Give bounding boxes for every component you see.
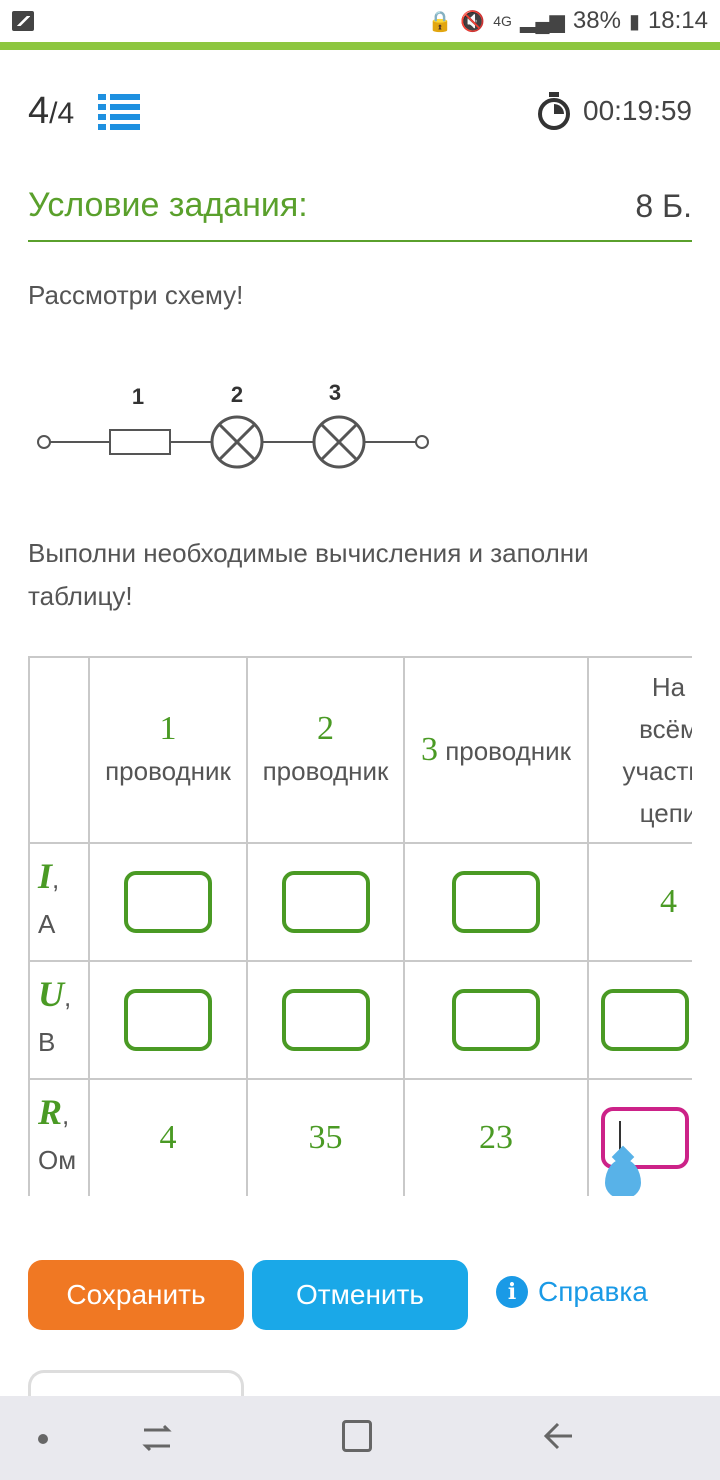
gallery-icon xyxy=(12,11,34,31)
header-conductor-1: 1 проводник xyxy=(88,656,248,844)
recent-apps-icon[interactable] xyxy=(142,1420,172,1456)
input-U-total[interactable] xyxy=(601,989,689,1051)
header-whole-circuit: На всём участке цепи xyxy=(587,656,692,844)
partially-visible-block xyxy=(28,1370,244,1410)
row-label-voltage: U, В xyxy=(28,960,90,1080)
circuit-label-1: 1 xyxy=(132,384,144,409)
help-link[interactable]: i Справка xyxy=(496,1276,648,1308)
unit-label: В xyxy=(38,1026,56,1057)
counter-total: /4 xyxy=(49,97,75,130)
circuit-diagram: 1 2 3 xyxy=(37,380,429,469)
circuit-label-2: 2 xyxy=(231,382,243,407)
cursor-handle-icon[interactable] xyxy=(605,1159,641,1196)
battery-percent: 38% xyxy=(572,7,621,34)
header-conductor-2: 2 проводник xyxy=(246,656,405,844)
info-icon: i xyxy=(496,1276,528,1308)
counter-current: 4 xyxy=(28,90,50,132)
input-U2[interactable] xyxy=(281,989,370,1051)
progress-bar xyxy=(0,42,720,50)
value-I-total: 4 xyxy=(660,883,677,920)
timer-value: 00:19:59 xyxy=(583,95,692,126)
table-row-current: I, А 4 xyxy=(28,842,692,962)
save-button[interactable]: Сохранить xyxy=(28,1260,244,1330)
header-conductor-3: 3 проводник xyxy=(403,656,589,844)
table-row-resistance: R, Ом 4 35 23 xyxy=(28,1078,692,1196)
input-I3[interactable] xyxy=(452,871,540,933)
lock-icon: 🔒 xyxy=(427,10,453,33)
value-R3: 23 xyxy=(479,1119,513,1156)
header-label: проводник xyxy=(105,756,231,786)
task-title-row: Условие задания: 8 Б. xyxy=(28,186,692,242)
instruction-text: Рассмотри схему! xyxy=(28,280,244,310)
value-R1: 4 xyxy=(159,1119,177,1156)
clock: 18:14 xyxy=(647,7,708,34)
answer-table: 1 проводник 2 проводник 3 проводник На в… xyxy=(28,656,692,1196)
battery-icon: ▮ xyxy=(628,10,640,33)
header-num: 2 xyxy=(317,710,334,747)
nav-dot-icon[interactable] xyxy=(38,1434,48,1444)
task-header: 4/4 00:19:59 xyxy=(28,88,692,144)
row-label-current: I, А xyxy=(28,842,90,962)
header-label: проводник xyxy=(262,756,389,786)
task-title: Условие задания: xyxy=(28,186,308,224)
input-R-total[interactable] xyxy=(601,1107,689,1196)
unit-label: А xyxy=(38,908,56,939)
network-label: 4G xyxy=(493,13,512,29)
input-U3[interactable] xyxy=(452,989,540,1051)
circuit-label-3: 3 xyxy=(329,380,341,405)
header-num: 3 xyxy=(420,730,438,768)
task-list-icon[interactable] xyxy=(98,94,140,130)
cancel-button[interactable]: Отменить xyxy=(252,1260,468,1330)
table-row-voltage: U, В xyxy=(28,960,692,1080)
header-num: 1 xyxy=(159,710,177,747)
row-label-resistance: R, Ом xyxy=(28,1078,90,1196)
var-symbol: I xyxy=(38,855,53,896)
task-counter: 4/4 xyxy=(28,90,74,133)
var-symbol: R xyxy=(38,1091,63,1132)
home-icon[interactable] xyxy=(342,1420,372,1452)
header-label: проводник xyxy=(445,735,572,766)
var-symbol: U xyxy=(38,973,64,1014)
signal-icon: ▂▄▆ xyxy=(519,10,565,33)
table-corner xyxy=(28,656,90,844)
task-points: 8 Б. xyxy=(635,188,692,224)
stopwatch-icon xyxy=(538,92,570,130)
input-I2[interactable] xyxy=(281,871,370,933)
mute-icon: 🔇 xyxy=(460,10,486,33)
table-header-row: 1 проводник 2 проводник 3 проводник На в… xyxy=(28,656,692,844)
status-right: 🔒 🔇 4G ▂▄▆ 38% ▮ 18:14 xyxy=(427,6,708,36)
header-label: На всём участке цепи xyxy=(622,672,692,828)
value-R2: 35 xyxy=(308,1119,343,1156)
help-label: Справка xyxy=(538,1276,648,1307)
input-I1[interactable] xyxy=(124,871,212,933)
status-bar: 🔒 🔇 4G ▂▄▆ 38% ▮ 18:14 xyxy=(0,0,720,42)
input-U1[interactable] xyxy=(124,989,212,1051)
timer: 00:19:59 xyxy=(537,92,692,130)
text-cursor xyxy=(619,1121,621,1155)
instruction-text-2: Выполни необходимые вычисления и заполни… xyxy=(28,538,589,611)
back-icon[interactable] xyxy=(544,1418,574,1454)
unit-label: Ом xyxy=(38,1144,77,1175)
system-nav-bar xyxy=(0,1396,720,1480)
